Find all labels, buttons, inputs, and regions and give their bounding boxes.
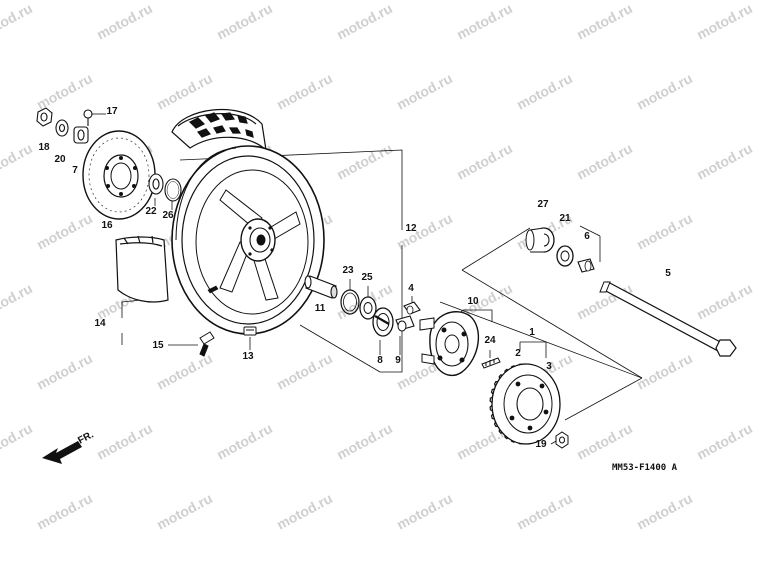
watermark-text: motod.ru [634, 490, 695, 533]
callout-18: 18 [38, 142, 50, 153]
oring-and-bearing [340, 289, 377, 320]
callout-10: 10 [467, 296, 479, 307]
right-side-bearings [525, 227, 595, 273]
callout-19: 19 [535, 439, 547, 450]
final-driven-sprocket [489, 363, 561, 445]
watermark-text: motod.ru [394, 210, 455, 253]
watermark-text: motod.ru [334, 140, 395, 183]
wheel-bearings-left [148, 173, 182, 202]
watermark-text: motod.ru [394, 70, 455, 113]
watermark-text: motod.ru [34, 490, 95, 533]
watermark-text: motod.ru [334, 0, 395, 43]
watermark-text: motod.ru [634, 350, 695, 393]
callout-15: 15 [152, 340, 164, 351]
watermark-text: motod.ru [34, 210, 95, 253]
callout-21: 21 [559, 213, 571, 224]
callout-2: 2 [515, 348, 521, 359]
watermark-text: motod.ru [454, 140, 515, 183]
brake-disc [82, 130, 156, 220]
callout-22: 22 [145, 206, 157, 217]
direction-label: FR. [76, 429, 96, 446]
disc-fasteners [36, 107, 93, 144]
watermark-text: motod.ru [0, 140, 35, 183]
callout-1: 1 [529, 327, 535, 338]
watermark-text: motod.ru [154, 350, 215, 393]
callout-16: 16 [101, 220, 113, 231]
watermark-text: motod.ru [454, 0, 515, 43]
watermark-text: motod.ru [574, 140, 635, 183]
callout-8: 8 [377, 355, 383, 366]
watermark-text: motod.ru [274, 490, 335, 533]
callout-13: 13 [242, 351, 254, 362]
wheel-rim [171, 145, 325, 335]
watermark-text: motod.ru [514, 70, 575, 113]
callout-9: 9 [395, 355, 401, 366]
distance-collar [304, 275, 338, 299]
watermark-text: motod.ru [0, 420, 35, 463]
watermark-text: motod.ru [634, 70, 695, 113]
callout-14: 14 [94, 318, 106, 329]
watermark-text: motod.ru [154, 490, 215, 533]
callout-27: 27 [537, 199, 549, 210]
watermark-text: motod.ru [394, 490, 455, 533]
callout-4: 4 [408, 283, 414, 294]
watermark-text: motod.ru [34, 350, 95, 393]
front-direction-arrow: FR. [42, 429, 96, 464]
watermark-text: motod.ru [574, 420, 635, 463]
watermark-text: motod.ru [214, 0, 275, 43]
callout-20: 20 [54, 154, 66, 165]
callout-23: 23 [342, 265, 354, 276]
callout-7: 7 [72, 165, 78, 176]
callout-3: 3 [546, 361, 552, 372]
watermark-text: motod.ru [694, 280, 755, 323]
tire-section [171, 109, 267, 152]
watermark-text: motod.ru [214, 420, 275, 463]
watermark-text: motod.ru [0, 0, 35, 43]
callout-26: 26 [162, 210, 174, 221]
callout-5: 5 [665, 268, 671, 279]
watermark-text: motod.ru [694, 0, 755, 43]
watermark-text: motod.ru [334, 420, 395, 463]
driven-flange [419, 311, 480, 377]
watermark-text: motod.ru [634, 210, 695, 253]
watermark-text: motod.ru [274, 70, 335, 113]
valve-and-weight [199, 326, 257, 357]
watermark-text: motod.ru [514, 490, 575, 533]
watermark-layer: motod.ru motod.ru motod.ru motod.ru motod.ru… [0, 0, 755, 533]
tire-lower-section [115, 235, 169, 303]
watermark-text: motod.ru [34, 70, 95, 113]
watermark-text: motod.ru [94, 0, 155, 43]
seal-and-collar [372, 301, 421, 337]
callout-11: 11 [315, 303, 326, 314]
watermark-text: motod.ru [574, 0, 635, 43]
watermark-text: motod.ru [154, 70, 215, 113]
watermark-text: motod.ru [694, 420, 755, 463]
watermark-text: motod.ru [274, 350, 335, 393]
callout-6: 6 [584, 231, 590, 242]
diagram-code: MM53-F1400 A [612, 463, 678, 473]
flange-stud [481, 357, 501, 369]
rear-axle [599, 281, 737, 357]
callout-12: 12 [405, 223, 417, 234]
watermark-text: motod.ru [0, 280, 35, 323]
sprocket-nut [555, 431, 569, 449]
callout-25: 25 [361, 272, 373, 283]
callout-17: 17 [106, 106, 118, 117]
callout-24: 24 [484, 335, 496, 346]
watermark-text: motod.ru [94, 420, 155, 463]
watermark-text: motod.ru [694, 140, 755, 183]
